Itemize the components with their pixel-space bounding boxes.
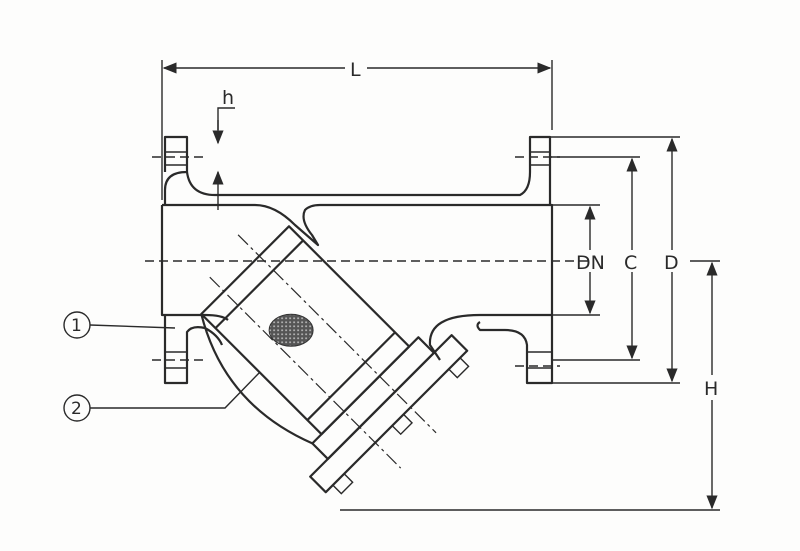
label-H: H <box>704 378 718 400</box>
label-D: D <box>664 252 679 274</box>
dimension-L: L <box>161 58 553 200</box>
dimension-DN: DN <box>552 204 605 316</box>
strainer-screen-housing <box>200 225 470 495</box>
label-h: h <box>222 87 234 109</box>
label-C: C <box>624 252 637 274</box>
callout-1-number: 1 <box>71 316 82 336</box>
callout-2-number: 2 <box>71 399 82 419</box>
dimension-h: h <box>212 87 235 210</box>
dimension-H: H <box>340 260 720 511</box>
callout-1: 1 <box>63 311 176 339</box>
dimension-D: D <box>550 136 680 384</box>
mesh-screen-icon <box>268 313 314 347</box>
valve-body <box>145 135 590 385</box>
label-L: L <box>350 59 361 81</box>
label-DN: DN <box>576 252 605 274</box>
dimension-C: C <box>550 156 640 361</box>
callout-2: 2 <box>63 371 261 422</box>
